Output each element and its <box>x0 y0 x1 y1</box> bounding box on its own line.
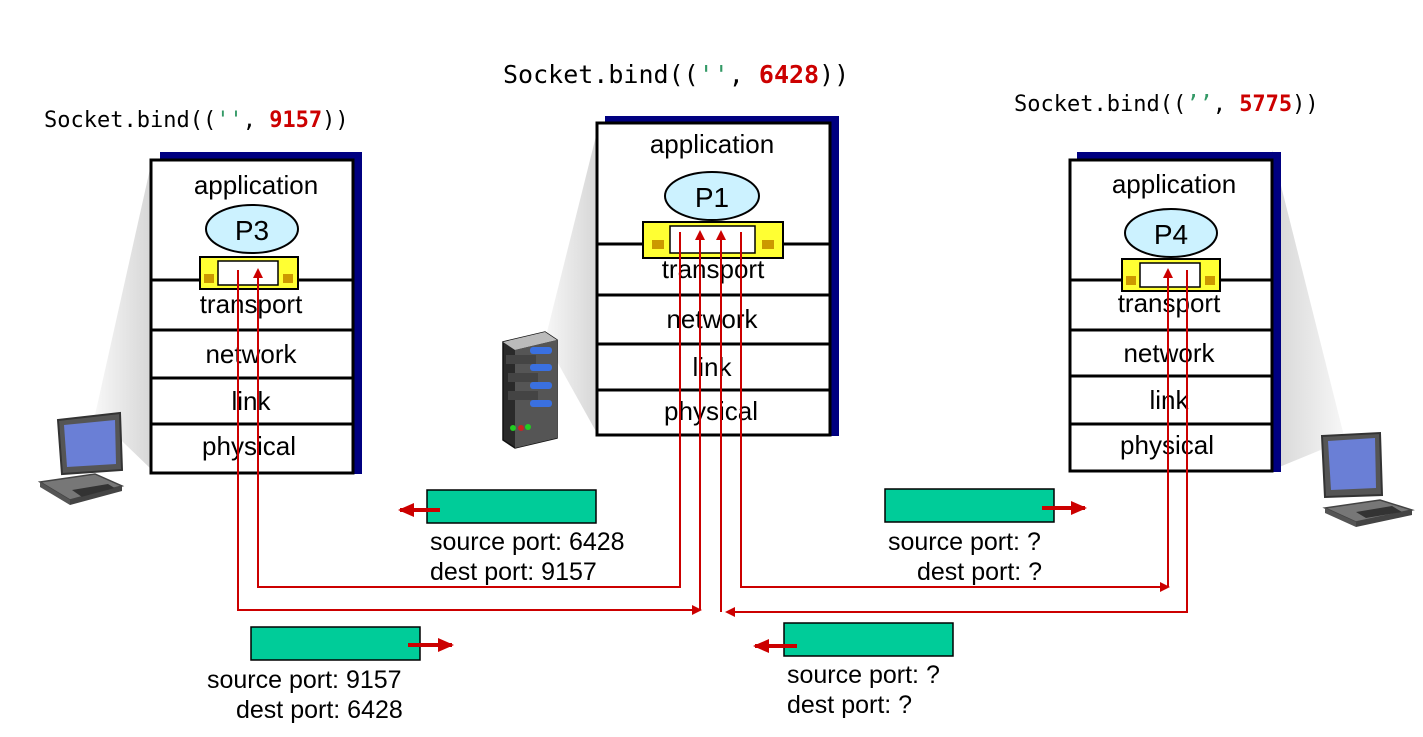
segment-source-port: source port: ? <box>888 528 1041 556</box>
arrow-p3-to-center <box>237 270 702 615</box>
layer-application: application <box>194 170 318 200</box>
segment-box <box>426 489 597 524</box>
arrow-p4-to-center <box>725 270 1188 617</box>
layer-physical: physical <box>664 396 758 426</box>
bind-code-right: Socket.bind((’’, 5775)) <box>1014 92 1319 117</box>
server-icon <box>502 331 558 449</box>
bind-code-left: Socket.bind(('', 9157)) <box>44 108 349 133</box>
socket-center <box>642 221 784 259</box>
beam-left <box>95 160 152 470</box>
laptop-icon-left <box>37 411 125 505</box>
bind-code-center: Socket.bind(('', 6428)) <box>503 60 849 89</box>
protocol-stack-left: application transport network link physi… <box>149 152 362 475</box>
segment-3: source port: ? dest port: ? <box>884 488 1087 586</box>
arrow-center-to-p4 <box>740 232 1170 592</box>
layer-link: link <box>692 352 732 382</box>
segment-source-port: source port: 9157 <box>207 666 402 694</box>
segment-box <box>250 626 421 661</box>
socket-right <box>1121 258 1221 292</box>
laptop-icon-right <box>1320 431 1415 527</box>
segment-box <box>783 622 954 657</box>
layer-application: application <box>1112 169 1236 199</box>
layer-network: network <box>666 304 758 334</box>
segment-source-port: source port: 6428 <box>430 528 625 556</box>
layer-network: network <box>205 339 297 369</box>
process-label: P3 <box>235 215 269 246</box>
segment-2: source port: 9157 dest port: 6428 <box>207 626 454 724</box>
segment-box <box>884 488 1055 523</box>
layer-link: link <box>1149 385 1189 415</box>
segment-4: source port: ? dest port: ? <box>753 622 954 719</box>
process-ellipse <box>205 204 299 254</box>
protocol-stack-right: application transport network link physi… <box>1068 152 1281 473</box>
path-arrows <box>237 230 1188 617</box>
protocol-stack-center: application transport network link physi… <box>595 116 839 437</box>
layer-transport: transport <box>200 289 303 319</box>
segment-dest-port: dest port: ? <box>917 558 1042 586</box>
process-label: P1 <box>695 182 729 213</box>
beam-center <box>545 128 598 435</box>
segment-dest-port: dest port: 6428 <box>236 696 403 724</box>
process-label: P4 <box>1154 219 1188 250</box>
process-ellipse <box>1124 208 1218 258</box>
layer-application: application <box>650 129 774 159</box>
socket-left <box>199 256 299 290</box>
layer-transport: transport <box>1118 288 1221 318</box>
segment-dest-port: dest port: 9157 <box>430 558 597 586</box>
arrow-center-to-p3 <box>253 232 681 588</box>
segment-dest-port: dest port: ? <box>787 691 912 719</box>
segment-source-port: source port: ? <box>787 661 940 689</box>
beam-right <box>1272 150 1345 470</box>
layer-network: network <box>1123 338 1215 368</box>
layer-physical: physical <box>202 431 296 461</box>
process-ellipse <box>664 171 760 221</box>
segment-1: source port: 6428 dest port: 9157 <box>398 489 625 586</box>
